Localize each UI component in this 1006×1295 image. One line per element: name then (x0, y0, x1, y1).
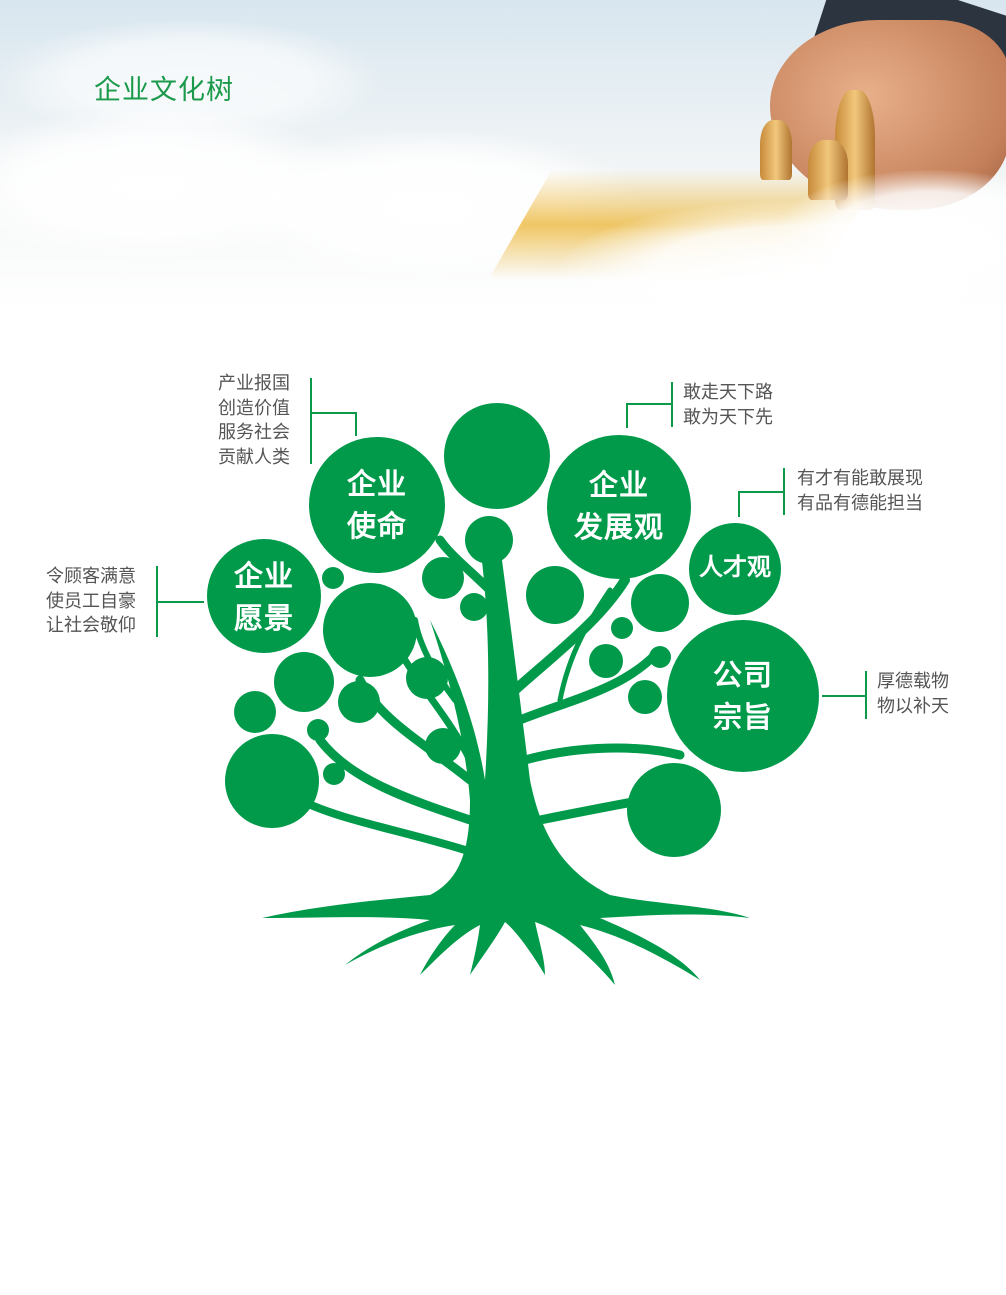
purpose-label-line: 宗旨 (712, 700, 773, 735)
vision-label-line: 企业 (233, 559, 294, 593)
purpose-notes: 厚德载物 物以补天 (877, 670, 949, 719)
development-label-line: 发展观 (573, 510, 664, 545)
chess-piece-icon (760, 120, 792, 180)
leaf-circle (465, 516, 513, 564)
leaf-circle (307, 719, 329, 741)
connector-line (738, 491, 785, 493)
tree-trunk (262, 545, 750, 985)
cloud (0, 20, 380, 140)
cloud (780, 170, 1006, 290)
leaf-circle (422, 557, 464, 599)
note-line: 创造价值 (218, 397, 290, 419)
circle-development (547, 435, 691, 579)
purpose-label: 公司 宗旨 (683, 654, 803, 738)
development-label: 企业 发展观 (549, 464, 689, 548)
leaf-circle (406, 657, 448, 699)
leaf-circle (460, 593, 488, 621)
circle-vision (207, 539, 321, 653)
note-line: 使员工自豪 (46, 590, 136, 612)
leaf-circle (444, 403, 550, 509)
circle-talent (689, 523, 781, 615)
leaf-circle (589, 644, 623, 678)
leaf-circle (274, 652, 334, 712)
talent-label-line: 人才观 (699, 553, 771, 581)
mission-label: 企业 使命 (317, 463, 437, 547)
leaf-circle (225, 734, 319, 828)
note-line: 有品有德能担当 (797, 492, 923, 514)
leaf-circle (322, 567, 344, 589)
note-line: 贡献人类 (218, 446, 290, 468)
mission-label-line: 企业 (346, 467, 407, 501)
note-line: 让社会敬仰 (46, 615, 136, 636)
leaf-circle (631, 574, 689, 632)
connector-line (156, 601, 204, 603)
tree-leaves (207, 403, 819, 857)
leaf-circle (338, 681, 380, 723)
circle-mission (309, 437, 445, 573)
connector-line (738, 491, 740, 517)
page-title: 企业文化树 (94, 75, 234, 106)
connector-line (310, 378, 312, 464)
note-line: 产业报国 (218, 373, 290, 394)
note-line: 有才有能敢展现 (797, 468, 923, 489)
mission-notes: 产业报国 创造价值 服务社会 贡献人类 (218, 372, 290, 470)
talent-label: 人才观 (690, 550, 780, 585)
leaf-circle (425, 728, 461, 764)
leaf-circle (323, 763, 345, 785)
purpose-label-line: 公司 (712, 658, 773, 692)
vision-notes: 令顾客满意 使员工自豪 让社会敬仰 (46, 565, 136, 639)
talent-notes: 有才有能敢展现 有品有德能担当 (797, 467, 923, 516)
leaf-circle (628, 680, 662, 714)
leaf-circle (627, 763, 721, 857)
note-line: 令顾客满意 (46, 566, 136, 587)
mission-label-line: 使命 (346, 509, 407, 544)
leaf-circle (323, 583, 417, 677)
leaf-circle (234, 691, 276, 733)
development-notes: 敢走天下路 敢为天下先 (683, 381, 773, 430)
leaf-circle (611, 617, 633, 639)
note-line: 厚德载物 (877, 671, 949, 692)
note-line: 服务社会 (218, 422, 290, 443)
note-line: 物以补天 (877, 695, 949, 717)
connector-line (355, 412, 357, 436)
note-line: 敢走天下路 (683, 382, 773, 403)
leaf-circle (526, 566, 584, 624)
note-line: 敢为天下先 (683, 406, 773, 428)
leaf-circle (649, 646, 671, 668)
circle-purpose (667, 620, 819, 772)
connector-line (822, 695, 866, 697)
header-banner: 企业文化树 (0, 0, 1006, 310)
connector-line (626, 403, 628, 428)
connector-line (865, 671, 867, 719)
vision-label: 企业 愿景 (204, 555, 324, 639)
connector-line (626, 403, 673, 405)
development-label-line: 企业 (588, 468, 649, 502)
vision-label-line: 愿景 (233, 601, 294, 636)
connector-line (310, 412, 357, 414)
